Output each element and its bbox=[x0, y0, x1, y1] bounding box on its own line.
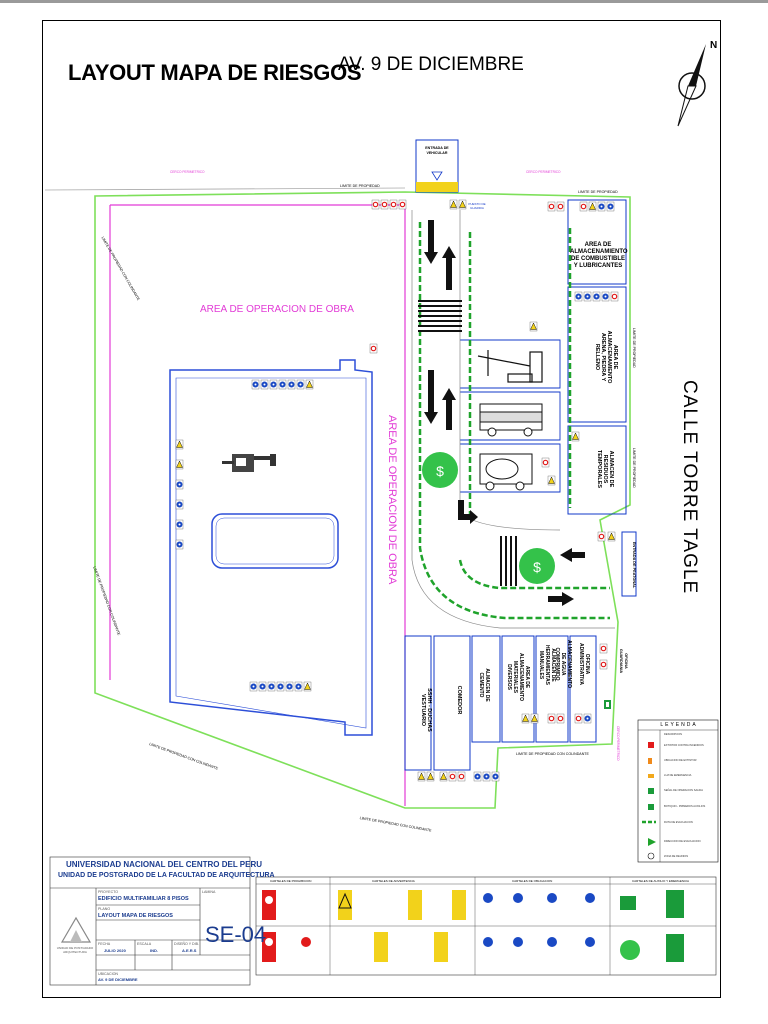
traffic-arrows bbox=[424, 220, 585, 606]
fence-label: CERCO PERIMETRICO bbox=[526, 170, 561, 174]
drawn-label: DISEÑO Y DIB. bbox=[174, 942, 200, 946]
legend-item: BOTIQUIN - PRIMEROS AUXILIOS bbox=[664, 805, 706, 808]
drawing-frame bbox=[42, 20, 721, 998]
legend-item: LUZ DE EMERGENCIA bbox=[664, 774, 692, 777]
excavator-icon bbox=[222, 454, 276, 472]
legend-title: LEYENDA bbox=[660, 722, 698, 728]
vehicle-entrance-label: ENTRADA DE VEHICULAR bbox=[425, 146, 449, 155]
property-limit-label: LIMITE DE PROPIEDAD bbox=[632, 448, 636, 488]
top-divider bbox=[0, 0, 768, 3]
map-title: LAYOUT MAPA DE RIESGOS bbox=[68, 60, 362, 85]
property-limit-label: LIMITE DE PROPIEDAD bbox=[632, 328, 636, 368]
aggregate-storage-label: AREA DE ALMACENAMIENTO ARENA, PIEDRA Y R… bbox=[594, 330, 618, 384]
water-storage-label: ALMACENAMIENTO DE AGUA COMPRIMIDO bbox=[554, 640, 572, 688]
work-area-label-vertical: AREA DE OPERACION DE OBRA bbox=[386, 415, 398, 585]
core-outline bbox=[211, 513, 339, 569]
restrooms-label: SSHH - DUCHAS VESTUARIO bbox=[420, 688, 432, 732]
legend-item: SEÑAL DE OPERACION SALIDA bbox=[664, 789, 703, 792]
vehicle-parking bbox=[460, 339, 561, 493]
emergency-header: CARTELES DE AUXILIO Y EMERGENCIA bbox=[632, 879, 690, 883]
perimeter-fence bbox=[94, 191, 631, 809]
plan-label: PLANO bbox=[98, 907, 111, 911]
plan-name: LAYOUT MAPA DE RIESGOS bbox=[98, 913, 173, 919]
svg-text:$: $ bbox=[533, 559, 541, 575]
faculty-name: UNIDAD DE POSTGRADO DE LA FACULTAD DE AR… bbox=[58, 872, 275, 879]
pedestrian-entrance-label: ENTRADA DE PEATONAL bbox=[632, 541, 636, 589]
north-arrow-icon: N bbox=[677, 40, 717, 127]
admin-office-label: OFICINA ADMINISTRATIVA bbox=[578, 642, 590, 686]
property-limit-label: LIMITE DE PROPIEDAD bbox=[340, 184, 380, 188]
vehicle-entrance bbox=[415, 139, 459, 193]
work-area-label: AREA DE OPERACION DE OBRA bbox=[200, 304, 354, 315]
fuel-storage-label: AREA DE ALMACENAMIENTO DE COMBUSTIBLE Y … bbox=[570, 242, 628, 269]
street-top-label: AV. 9 DE DICIEMBRE bbox=[338, 54, 524, 75]
legend-item: UBICACION DE EXTINTOR bbox=[664, 759, 697, 762]
fence-label: CERCO PERIMETRICO bbox=[170, 170, 205, 174]
warning-header: CARTELES DE ADVERTENCIA bbox=[372, 879, 415, 883]
property-boundary-line bbox=[44, 187, 406, 191]
date-value: JULIO 2020 bbox=[104, 948, 126, 953]
location-value: AV. 9 DE DICIEMBRE bbox=[98, 977, 138, 982]
logo-caption: UNIDAD DE POSTGRADO ARQUITECTURA bbox=[56, 946, 94, 954]
neighbor-limit-label: LIMITE DE PROPIEDAD CON COLINDANTE bbox=[516, 752, 589, 756]
signage-panel bbox=[255, 876, 717, 976]
university-logo bbox=[60, 916, 92, 943]
svg-text:N: N bbox=[710, 40, 717, 51]
evacuation-route bbox=[418, 222, 610, 620]
scale-label: ESCALA bbox=[137, 942, 152, 946]
mixer-truck-icon bbox=[479, 453, 533, 491]
location-label: UBICACION bbox=[98, 972, 118, 976]
fence-label: CERCO PERIMETRICO bbox=[616, 726, 620, 761]
svg-text:$: $ bbox=[436, 463, 444, 479]
property-limit-label: LIMITE DE PROPIEDAD bbox=[578, 190, 618, 194]
legend-item: ZONA DE REUNION bbox=[664, 855, 689, 858]
drawn-value: A.E.R.S bbox=[182, 948, 197, 953]
guard-office-label: OFICINA GUARDIANIA bbox=[619, 648, 628, 674]
guard-post-label: PUESTO DE GUARDIA bbox=[468, 202, 486, 210]
title-block bbox=[49, 856, 251, 986]
mandatory-header: CARTELES DE OBLIGACION bbox=[512, 879, 553, 883]
crane-icon bbox=[477, 350, 543, 383]
project-label: PROYECTO bbox=[98, 890, 119, 894]
materials-storage-label: AREA DE ALMACENAMIENTO MATERIALES DIVERS… bbox=[506, 653, 530, 701]
sheet-label: LAMINA bbox=[202, 890, 216, 894]
meeting-point-circle: $ $ bbox=[422, 452, 555, 584]
pedestrian-entrance bbox=[621, 531, 637, 597]
cement-storage-label: ALMACEN DE CEMENTO bbox=[478, 668, 490, 702]
legend-item: RUTA DE EVACUACION bbox=[664, 821, 693, 824]
legend-item: DESCRIPCION bbox=[664, 733, 683, 736]
dining-label: COMEDOR bbox=[456, 685, 462, 715]
university-name: UNIVERSIDAD NACIONAL DEL CENTRO DEL PERU bbox=[66, 860, 263, 869]
building-footprint bbox=[169, 359, 373, 736]
sheet-number: SE-04 bbox=[205, 922, 267, 947]
work-area-boundary bbox=[110, 204, 406, 806]
project-name: EDIFICIO MULTIFAMILIAR 8 PISOS bbox=[98, 896, 189, 902]
legend-box bbox=[637, 719, 719, 863]
truck-icon bbox=[479, 403, 543, 437]
right-storage-panels bbox=[404, 199, 627, 771]
legend-item: EXTINTOR CONTRA INCENDIOS bbox=[664, 744, 704, 747]
zebra-crossing bbox=[418, 300, 517, 586]
scale-value: IND. bbox=[150, 948, 158, 953]
date-label: FECHA bbox=[98, 942, 111, 946]
waste-storage-label: ALMACEN DE RESIDUOS TEMPORALES bbox=[596, 449, 614, 489]
legend-item: DIRECCION DE EVACUACION bbox=[664, 840, 701, 843]
prohibition-header: CARTELES DE PROHIBICION bbox=[270, 879, 312, 883]
